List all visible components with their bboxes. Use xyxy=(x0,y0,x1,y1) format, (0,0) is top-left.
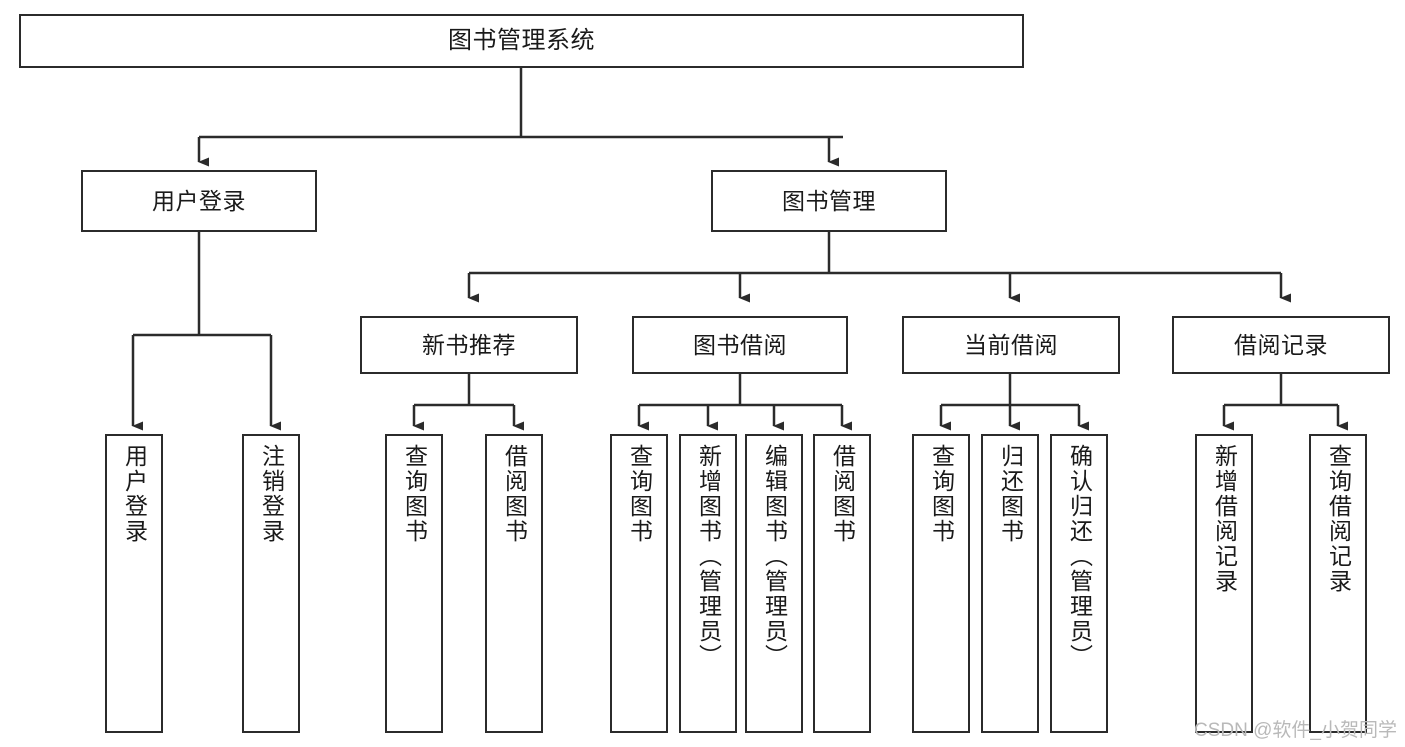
node-borrowing-record[interactable]: 借阅记录 xyxy=(1172,316,1390,374)
node-label: 查询图书 xyxy=(928,444,955,544)
node-label: 借阅图书 xyxy=(501,444,528,544)
node-label: 注销登录 xyxy=(258,444,285,544)
node-label: 新增图书（管理员） xyxy=(695,444,722,669)
leaf-confirm-return-admin[interactable]: 确认归还（管理员） xyxy=(1050,434,1108,733)
leaf-query-books-current-borrow[interactable]: 查询图书 xyxy=(912,434,970,733)
node-label: 借阅记录 xyxy=(1234,331,1328,358)
node-label: 确认归还（管理员） xyxy=(1066,444,1093,669)
node-label: 新增借阅记录 xyxy=(1211,444,1238,594)
node-label: 图书管理系统 xyxy=(448,27,595,55)
node-book-borrowing[interactable]: 图书借阅 xyxy=(632,316,848,374)
leaf-edit-book-admin[interactable]: 编辑图书（管理员） xyxy=(745,434,803,733)
node-user-login[interactable]: 用户登录 xyxy=(81,170,317,232)
node-label: 借阅图书 xyxy=(829,444,856,544)
node-label: 归还图书 xyxy=(997,444,1024,544)
node-label: 编辑图书（管理员） xyxy=(761,444,788,669)
node-label: 图书借阅 xyxy=(693,331,787,358)
node-label: 用户登录 xyxy=(152,187,246,214)
leaf-return-books[interactable]: 归还图书 xyxy=(981,434,1039,733)
node-label: 查询图书 xyxy=(626,444,653,544)
node-label: 查询借阅记录 xyxy=(1325,444,1352,594)
node-label: 查询图书 xyxy=(401,444,428,544)
leaf-add-borrow-record[interactable]: 新增借阅记录 xyxy=(1195,434,1253,733)
node-label: 当前借阅 xyxy=(964,331,1058,358)
leaf-query-books-new-book-rec[interactable]: 查询图书 xyxy=(385,434,443,733)
leaf-user-login[interactable]: 用户登录 xyxy=(105,434,163,733)
node-label: 新书推荐 xyxy=(422,331,516,358)
leaf-query-books-book-borrow[interactable]: 查询图书 xyxy=(610,434,668,733)
node-label: 图书管理 xyxy=(782,187,876,214)
node-new-book-recommendation[interactable]: 新书推荐 xyxy=(360,316,578,374)
leaf-borrow-books-new-book-rec[interactable]: 借阅图书 xyxy=(485,434,543,733)
node-book-management[interactable]: 图书管理 xyxy=(711,170,947,232)
node-root-book-management-system[interactable]: 图书管理系统 xyxy=(19,14,1024,68)
leaf-borrow-books-book-borrow[interactable]: 借阅图书 xyxy=(813,434,871,733)
csdn-watermark: CSDN @软件_小贺同学 xyxy=(1194,720,1397,741)
leaf-add-book-admin[interactable]: 新增图书（管理员） xyxy=(679,434,737,733)
leaf-query-borrow-record[interactable]: 查询借阅记录 xyxy=(1309,434,1367,733)
leaf-logout[interactable]: 注销登录 xyxy=(242,434,300,733)
node-label: 用户登录 xyxy=(121,444,148,544)
node-current-borrowing[interactable]: 当前借阅 xyxy=(902,316,1120,374)
